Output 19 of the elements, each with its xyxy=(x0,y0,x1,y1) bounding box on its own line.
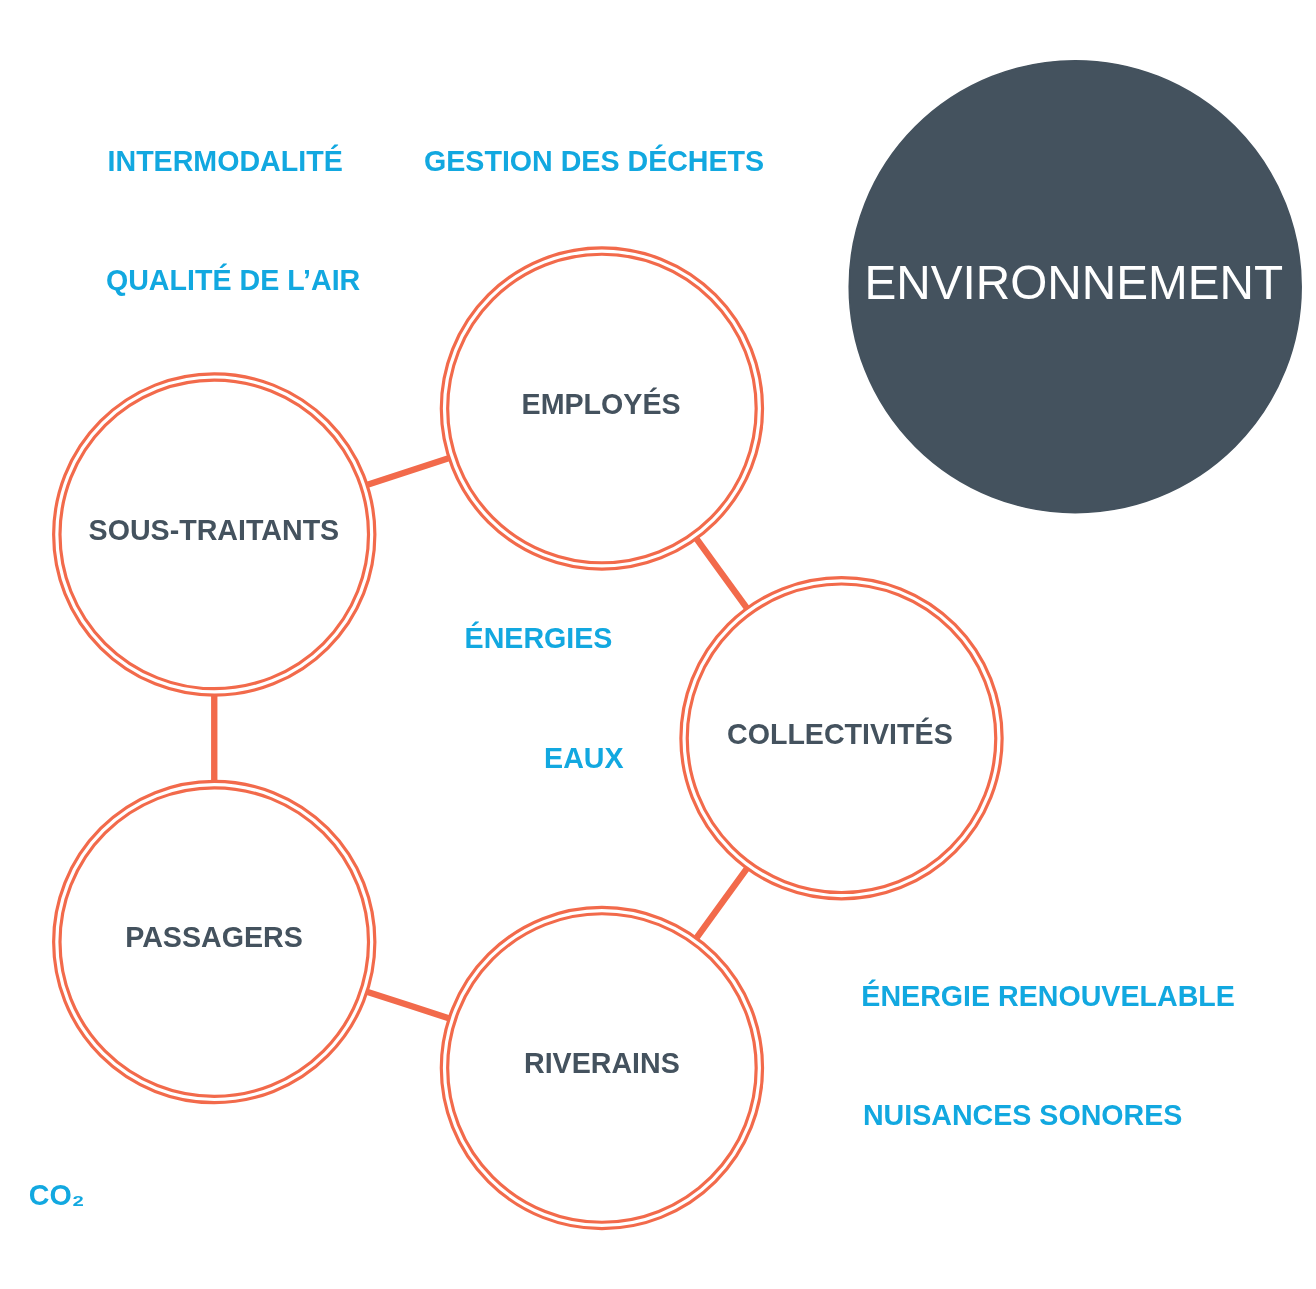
label: CO₂ xyxy=(28,1178,85,1211)
node-circle: SOUS-TRAITANTS xyxy=(52,372,377,697)
node-circle: EMPLOYÉS xyxy=(439,246,765,571)
label: QUALITÉ DE L’AIR xyxy=(105,264,361,297)
label: ÉNERGIES xyxy=(464,622,613,655)
connector xyxy=(694,536,750,610)
node-circle: PASSAGERS xyxy=(52,779,377,1105)
label: ÉNERGIE RENOUVELABLE xyxy=(861,980,1235,1013)
node-circle: ENVIRONNEMENT xyxy=(848,59,1302,514)
label: INTERMODALITÉ xyxy=(107,145,343,178)
node-circle: RIVERAINS xyxy=(439,905,765,1231)
connector xyxy=(694,866,750,940)
label: NUISANCES SONORES xyxy=(862,1099,1183,1132)
connector xyxy=(366,988,450,1022)
label: EAUX xyxy=(544,741,624,774)
label: GESTION DES DÉCHETS xyxy=(424,145,765,178)
connector xyxy=(366,455,450,488)
connector xyxy=(211,695,218,781)
node-circle: COLLECTIVITÉS xyxy=(679,576,1004,901)
